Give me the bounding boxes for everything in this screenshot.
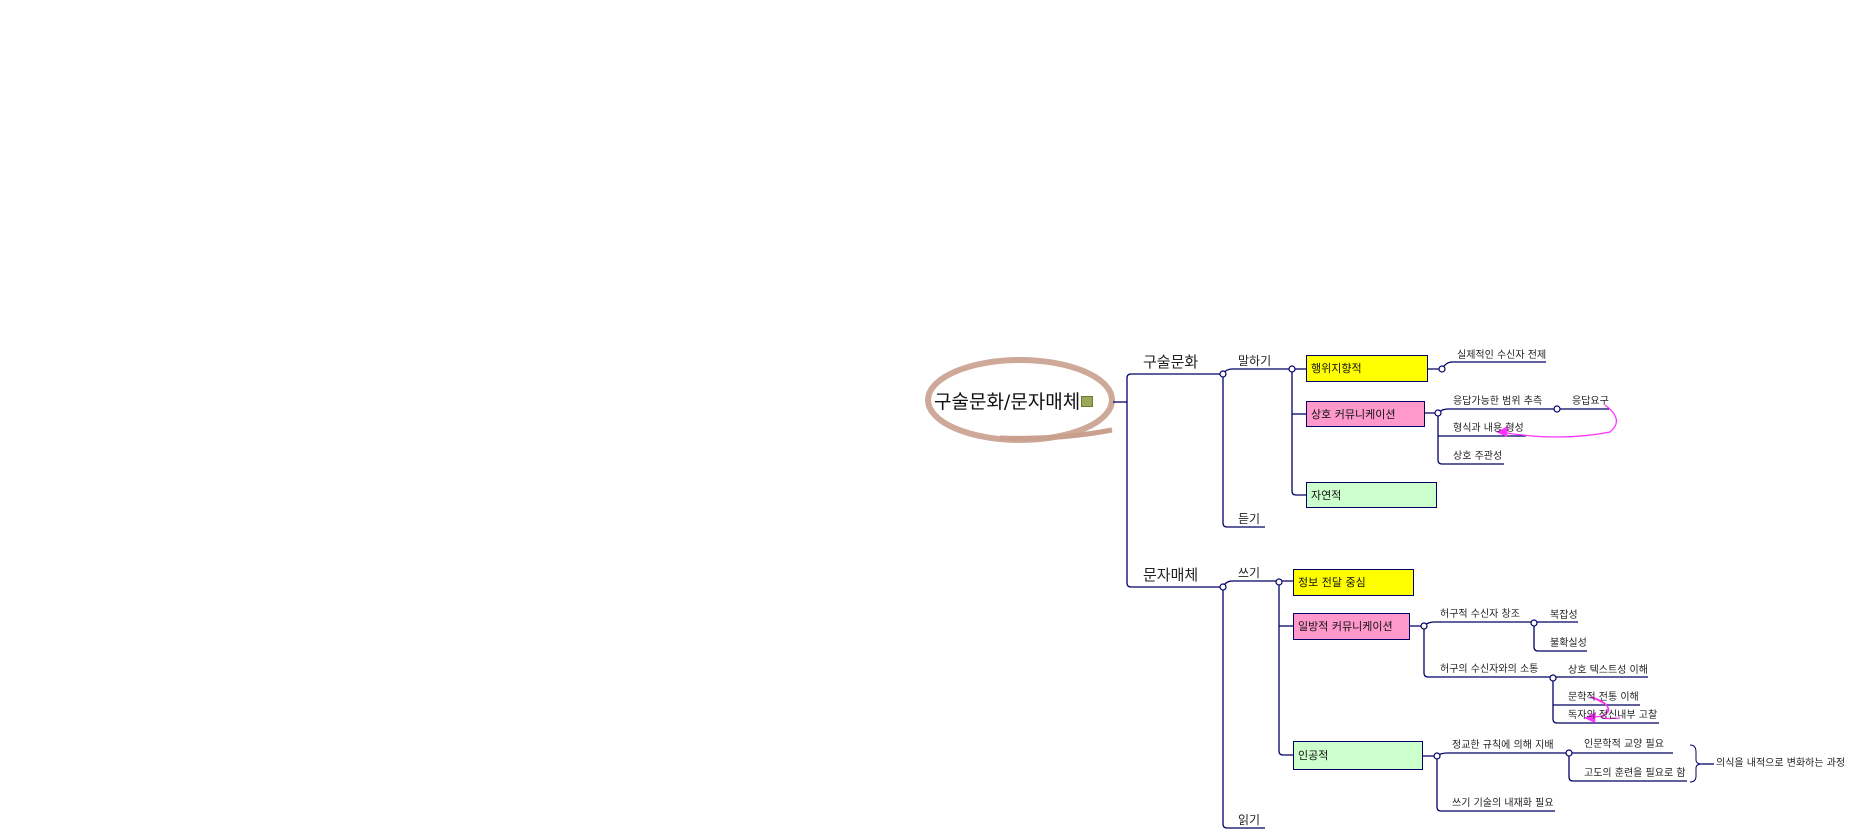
topic-reading[interactable]: 읽기 bbox=[1238, 813, 1261, 827]
node-reader-mind[interactable]: 독자의 정신내부 고찰 bbox=[1568, 710, 1658, 721]
node-action-oriented[interactable]: 행위지향적 bbox=[1306, 355, 1428, 382]
node-oneway-communication[interactable]: 일방적 커뮤니케이션 bbox=[1293, 613, 1410, 640]
topic-written-media[interactable]: 문자매체 bbox=[1143, 566, 1199, 584]
node-intersubjectivity[interactable]: 상호 주관성 bbox=[1453, 451, 1503, 462]
topic-listening[interactable]: 듣기 bbox=[1238, 512, 1261, 526]
node-mutual-communication[interactable]: 상호 커뮤니케이션 bbox=[1306, 401, 1425, 427]
topic-writing[interactable]: 쓰기 bbox=[1238, 566, 1261, 580]
node-governed-by-rules[interactable]: 정교한 규칙에 의해 지배 bbox=[1452, 740, 1554, 751]
central-topic[interactable]: 구술문화/문자매체 bbox=[934, 390, 1094, 414]
node-response-request[interactable]: 응답요구 bbox=[1572, 396, 1609, 407]
node-form-content[interactable]: 형식과 내용 형성 bbox=[1453, 423, 1524, 434]
node-fictional-dialogue[interactable]: 허구의 수신자와의 소통 bbox=[1440, 664, 1539, 675]
node-artificial[interactable]: 인공적 bbox=[1293, 741, 1423, 770]
center-oval-stroke bbox=[999, 427, 1113, 441]
node-handle[interactable] bbox=[1219, 370, 1227, 378]
node-complexity[interactable]: 복잡성 bbox=[1550, 610, 1578, 621]
node-uncertainty[interactable]: 불확실성 bbox=[1550, 638, 1587, 649]
node-internalize-writing[interactable]: 쓰기 기술의 내재화 필요 bbox=[1452, 798, 1554, 809]
node-training[interactable]: 고도의 훈련을 필요로 함 bbox=[1584, 768, 1686, 779]
node-humanities[interactable]: 인문학적 교양 필요 bbox=[1584, 739, 1664, 750]
topic-speaking[interactable]: 말하기 bbox=[1238, 354, 1272, 368]
node-guess-range[interactable]: 응답가능한 범위 추측 bbox=[1453, 396, 1543, 407]
node-real-receiver[interactable]: 실제적인 수신자 전제 bbox=[1457, 350, 1547, 361]
summary-consciousness[interactable]: 의식을 내적으로 변화하는 과정 bbox=[1716, 758, 1846, 769]
node-natural[interactable]: 자연적 bbox=[1306, 482, 1437, 508]
central-topic-label: 구술문화/문자매체 bbox=[934, 391, 1081, 413]
topic-oral-culture[interactable]: 구술문화 bbox=[1143, 353, 1199, 371]
node-info-delivery[interactable]: 정보 전달 중심 bbox=[1293, 569, 1414, 596]
node-literary-tradition[interactable]: 문학적 전통 이해 bbox=[1568, 692, 1639, 703]
node-intertextuality[interactable]: 상호 텍스트성 이해 bbox=[1568, 665, 1648, 676]
node-fictional-receiver[interactable]: 허구적 수신자 창조 bbox=[1440, 609, 1520, 620]
relation-arrows bbox=[1499, 404, 1621, 720]
memo-icon[interactable] bbox=[1081, 396, 1094, 407]
